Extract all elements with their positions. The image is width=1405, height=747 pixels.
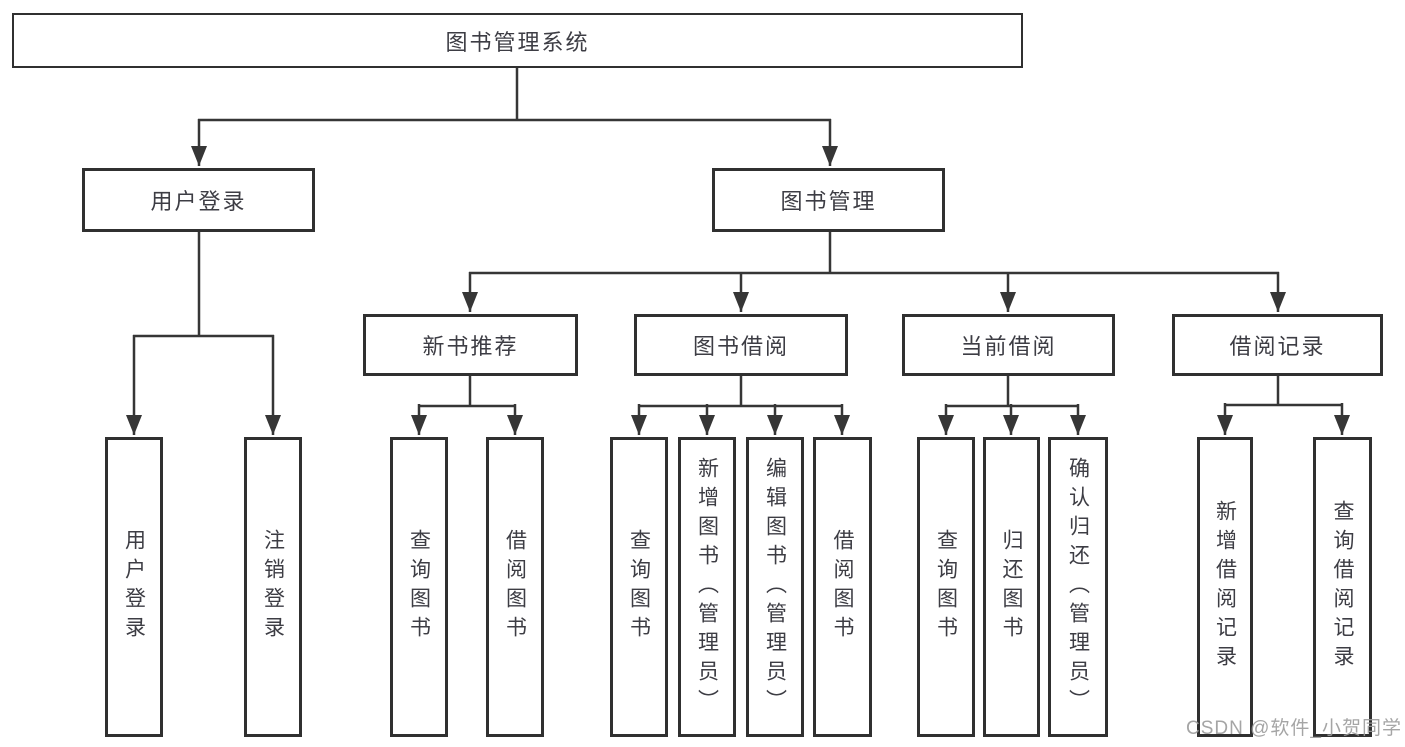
leaf-user-login: 用户登录	[105, 437, 163, 737]
node-current-borrow: 当前借阅	[902, 314, 1115, 376]
node-label: 新书推荐	[422, 334, 519, 359]
leaf-confirm-return-admin: 确认归还（管理员）	[1048, 437, 1108, 737]
leaf-query-books-borrow: 查询图书	[610, 437, 668, 737]
connectors-user-login	[126, 231, 281, 435]
node-label: 编辑图书（管理员）	[763, 456, 787, 718]
node-label: 确认归还（管理员）	[1066, 456, 1090, 718]
node-label: 新增图书（管理员）	[695, 456, 719, 718]
leaf-add-borrow-record: 新增借阅记录	[1197, 437, 1253, 737]
leaf-logout: 注销登录	[244, 437, 302, 737]
node-book-borrow: 图书借阅	[634, 314, 848, 376]
node-label: 查询借阅记录	[1331, 500, 1354, 674]
node-label: 图书借阅	[692, 334, 789, 359]
node-user-login: 用户登录	[82, 168, 315, 232]
node-label: 用户登录	[122, 529, 146, 645]
leaf-borrow-books: 借阅图书	[813, 437, 872, 737]
connectors-new-book-recommend	[411, 375, 523, 435]
leaf-return-books: 归还图书	[983, 437, 1040, 737]
node-label: 查询图书	[627, 529, 651, 645]
connectors-current-borrow	[938, 375, 1086, 435]
connectors-book-management	[462, 231, 1286, 312]
node-library-management-system: 图书管理系统	[12, 13, 1023, 68]
node-new-book-recommend: 新书推荐	[363, 314, 578, 376]
leaf-query-books-recommend: 查询图书	[390, 437, 448, 737]
leaf-query-books-current: 查询图书	[917, 437, 975, 737]
node-label: 图书管理	[780, 189, 877, 214]
connectors-root	[191, 68, 838, 166]
node-label: 图书管理系统	[445, 29, 590, 55]
node-label: 用户登录	[150, 189, 247, 214]
node-label: 借阅图书	[831, 529, 854, 645]
node-label: 查询图书	[934, 529, 958, 645]
node-label: 注销登录	[261, 529, 285, 645]
node-label: 借阅图书	[503, 529, 527, 645]
leaf-borrow-books-recommend: 借阅图书	[486, 437, 544, 737]
connectors-book-borrow	[631, 375, 850, 435]
node-label: 借阅记录	[1229, 334, 1326, 359]
node-label: 查询图书	[407, 529, 431, 645]
leaf-query-borrow-record: 查询借阅记录	[1313, 437, 1372, 737]
node-book-management: 图书管理	[712, 168, 945, 232]
node-borrow-records: 借阅记录	[1172, 314, 1383, 376]
csdn-watermark: CSDN @软件_小贺同学	[1186, 718, 1402, 739]
leaf-edit-books-admin: 编辑图书（管理员）	[746, 437, 804, 737]
leaf-add-books-admin: 新增图书（管理员）	[678, 437, 736, 737]
connectors-borrow-records	[1217, 375, 1350, 435]
node-label: 当前借阅	[960, 334, 1057, 359]
node-label: 新增借阅记录	[1213, 500, 1237, 674]
node-label: 归还图书	[1000, 529, 1023, 645]
